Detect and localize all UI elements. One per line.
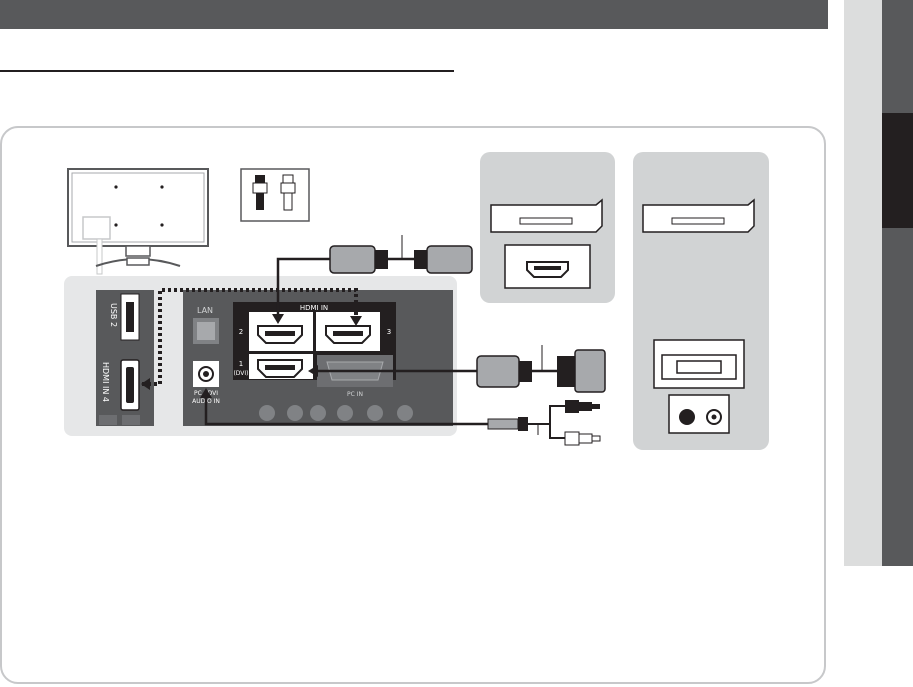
hdmi-to-dvi-cable bbox=[476, 345, 606, 393]
side-tab-section-3 bbox=[882, 228, 913, 566]
hdmi-in-label: HDMI IN bbox=[300, 304, 328, 312]
hdmi-2-label: 2 bbox=[239, 328, 243, 336]
hdmi-2-port bbox=[257, 325, 303, 344]
lan-label: LAN bbox=[197, 306, 213, 315]
hdmi-1-label: 1 bbox=[239, 360, 243, 368]
tv-rear-icon bbox=[67, 168, 209, 275]
bd-player-icon bbox=[490, 198, 603, 233]
hdmi4-label: HDMI IN 4 bbox=[101, 362, 110, 402]
side-tab-section-1 bbox=[882, 0, 913, 113]
pc-in-label: PC IN bbox=[347, 391, 363, 398]
hdmi-cable bbox=[329, 235, 473, 274]
rca-plug-icon bbox=[240, 168, 310, 222]
lan-port bbox=[193, 318, 219, 344]
device-hdmi-out-port bbox=[504, 244, 591, 289]
side-tab-light bbox=[844, 0, 882, 566]
device-dvi-out-port bbox=[653, 339, 745, 389]
dvd-player-icon bbox=[642, 198, 755, 233]
header-bar bbox=[0, 0, 828, 29]
usb-port: USB 2 bbox=[109, 293, 140, 341]
title-underline bbox=[0, 70, 454, 72]
component-jacks bbox=[259, 405, 413, 421]
hdmi-4-dotted-route bbox=[142, 288, 358, 386]
side-tab-section-active bbox=[882, 113, 913, 228]
hdmi-3-label: 3 bbox=[387, 328, 391, 336]
device-audio-out-port bbox=[668, 394, 730, 434]
audio-cable bbox=[487, 400, 601, 446]
hdmi-link-line bbox=[276, 257, 330, 318]
hdmi-1-dvi-label: (DVI) bbox=[233, 370, 248, 377]
pc-dvi-audio-in-port bbox=[193, 361, 219, 387]
usb-label: USB 2 bbox=[109, 303, 118, 327]
hdmi-4-port: HDMI IN 4 bbox=[101, 359, 140, 411]
hdmi-1-port bbox=[257, 359, 303, 378]
hdmi-3-port bbox=[325, 325, 371, 344]
